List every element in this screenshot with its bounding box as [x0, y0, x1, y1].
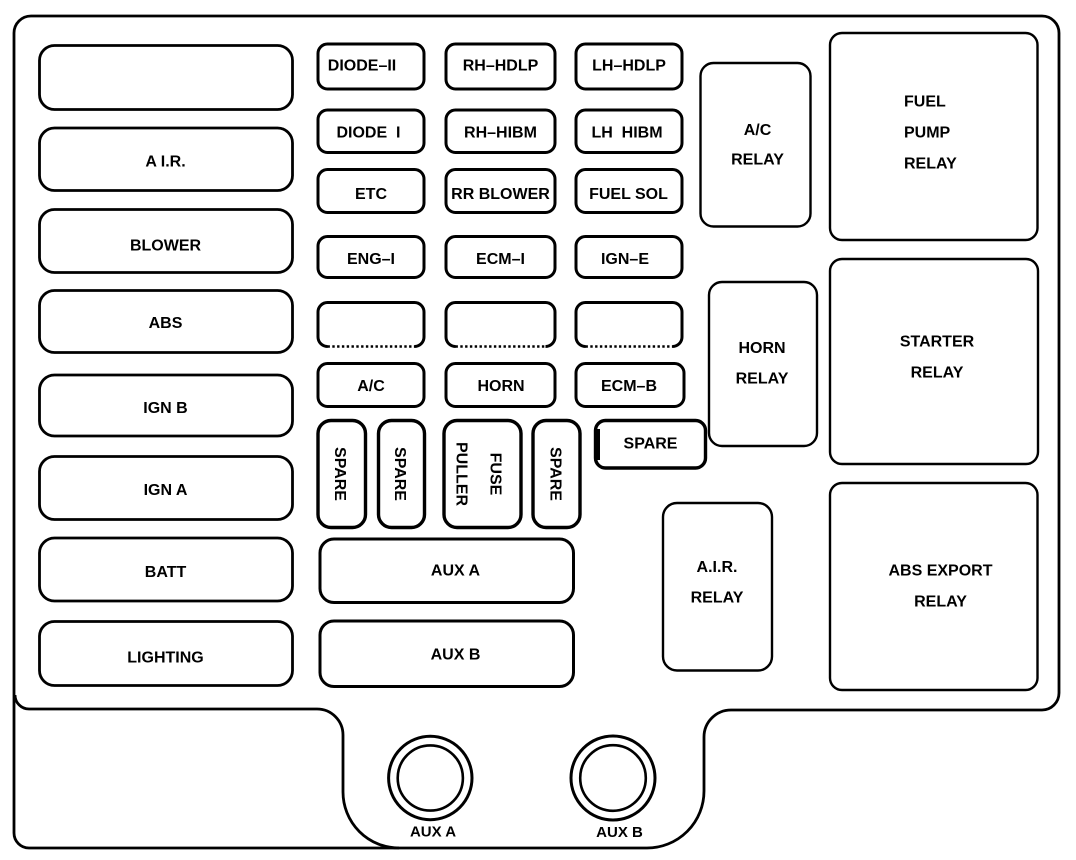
- svg-text:RELAY: RELAY: [691, 590, 744, 607]
- svg-text:LH–HDLP: LH–HDLP: [592, 58, 666, 75]
- svg-text:DIODE–II: DIODE–II: [328, 58, 396, 75]
- svg-text:SPARE: SPARE: [624, 436, 678, 453]
- svg-text:A I.R.: A I.R.: [145, 154, 185, 171]
- svg-text:SPARE: SPARE: [391, 447, 408, 501]
- svg-text:A/C: A/C: [357, 378, 385, 395]
- svg-text:BLOWER: BLOWER: [130, 238, 202, 255]
- svg-text:IGN B: IGN B: [143, 400, 187, 417]
- svg-text:LH HIBM: LH HIBM: [591, 125, 662, 142]
- svg-text:ENG–I: ENG–I: [347, 251, 395, 268]
- svg-text:ECM–B: ECM–B: [601, 378, 657, 395]
- svg-text:AUX A: AUX A: [431, 563, 481, 580]
- svg-text:RH–HDLP: RH–HDLP: [463, 58, 539, 75]
- svg-text:ABS EXPORT: ABS EXPORT: [888, 563, 992, 580]
- svg-text:RELAY: RELAY: [914, 594, 967, 611]
- svg-text:PULLER: PULLER: [453, 442, 470, 506]
- svg-text:IGN A: IGN A: [144, 482, 188, 499]
- svg-text:RELAY: RELAY: [904, 156, 957, 173]
- svg-text:AUX B: AUX B: [596, 824, 643, 841]
- svg-text:BATT: BATT: [145, 564, 187, 581]
- svg-text:AUX B: AUX B: [431, 647, 481, 664]
- svg-text:ECM–I: ECM–I: [476, 251, 525, 268]
- svg-text:RH–HIBM: RH–HIBM: [464, 125, 537, 142]
- svg-text:IGN–E: IGN–E: [601, 251, 649, 268]
- svg-text:A/C: A/C: [744, 122, 772, 139]
- svg-text:DIODE I: DIODE I: [336, 125, 400, 142]
- svg-text:FUEL SOL: FUEL SOL: [589, 186, 668, 203]
- svg-text:AUX A: AUX A: [410, 824, 456, 841]
- svg-text:PUMP: PUMP: [904, 125, 951, 142]
- svg-text:STARTER: STARTER: [900, 334, 975, 351]
- svg-text:ABS: ABS: [149, 315, 183, 332]
- svg-text:A.I.R.: A.I.R.: [697, 559, 738, 576]
- svg-text:SPARE: SPARE: [331, 447, 348, 501]
- svg-text:RR BLOWER: RR BLOWER: [451, 186, 550, 203]
- svg-text:SPARE: SPARE: [547, 447, 564, 501]
- svg-text:FUEL: FUEL: [904, 94, 946, 111]
- svg-text:RELAY: RELAY: [731, 152, 784, 169]
- svg-text:FUSE: FUSE: [487, 453, 504, 496]
- svg-text:RELAY: RELAY: [911, 365, 964, 382]
- svg-text:RELAY: RELAY: [736, 371, 789, 388]
- svg-text:LIGHTING: LIGHTING: [127, 650, 203, 667]
- svg-text:HORN: HORN: [738, 340, 785, 357]
- svg-text:ETC: ETC: [355, 186, 387, 203]
- svg-text:HORN: HORN: [477, 378, 524, 395]
